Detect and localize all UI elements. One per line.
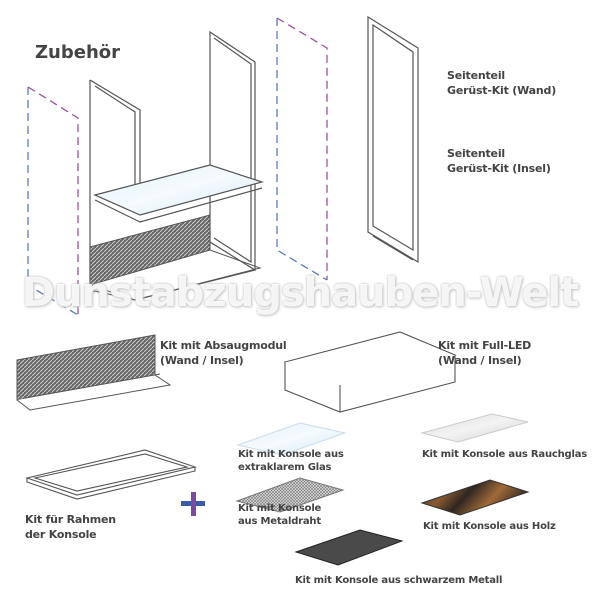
smoked-glass-console-drawing xyxy=(420,413,529,443)
glass-console-drawing xyxy=(236,422,347,456)
wood-console-drawing xyxy=(420,479,530,516)
label-line: (Wand / Insel) xyxy=(438,354,522,367)
label-holz: Kit mit Konsole aus Holz xyxy=(423,521,556,532)
label-line: Kit für Rahmen xyxy=(25,513,116,526)
full-led-kit-drawing xyxy=(283,331,457,413)
label-line: Seitenteil xyxy=(447,69,505,82)
black-metal-console-drawing xyxy=(294,529,404,566)
dashed-side-panel-left xyxy=(27,86,79,316)
label-fullled: Kit mit Full-LED (Wand / Insel) xyxy=(438,338,531,368)
label-line: Kit mit Konsole aus xyxy=(238,449,344,460)
watermark: Dunstabzugshauben-Welt xyxy=(21,270,580,316)
label-line: extraklarem Glas xyxy=(238,462,332,473)
label-line: Gerüst-Kit (Wand) xyxy=(447,84,557,97)
dashed-side-panel-right xyxy=(276,17,328,281)
rahmen-kit-drawing xyxy=(25,449,197,500)
label-absaug: Kit mit Absaugmodul (Wand / Insel) xyxy=(160,338,287,368)
label-schwarz: Kit mit Konsole aus schwarzem Metall xyxy=(295,575,503,586)
label-line: Kit mit Full-LED xyxy=(438,339,532,352)
label-line: Gerüst-Kit (Insel) xyxy=(447,162,551,175)
label-rahmen: Kit für Rahmen der Konsole xyxy=(25,512,116,542)
label-glas: Kit mit Konsole aus extraklarem Glas xyxy=(238,448,344,474)
label-line: (Wand / Insel) xyxy=(160,354,244,367)
page-title: Zubehör xyxy=(35,42,121,63)
plus-icon xyxy=(181,492,205,516)
label-metaldraht: Kit mit Konsole aus Metaldraht xyxy=(238,502,321,528)
label-line: Seitenteil xyxy=(447,147,505,160)
label-line: der Konsole xyxy=(25,528,97,541)
wire-console-drawing xyxy=(235,477,345,513)
label-line: Kit mit Konsole xyxy=(238,503,322,514)
solid-side-panel xyxy=(367,15,419,264)
label-line: aus Metaldraht xyxy=(238,516,321,527)
absaug-kit-drawing xyxy=(16,334,172,411)
label-rauchglas: Kit mit Konsole aus Rauchglas xyxy=(422,449,588,460)
label-line: Kit mit Absaugmodul xyxy=(160,339,287,352)
